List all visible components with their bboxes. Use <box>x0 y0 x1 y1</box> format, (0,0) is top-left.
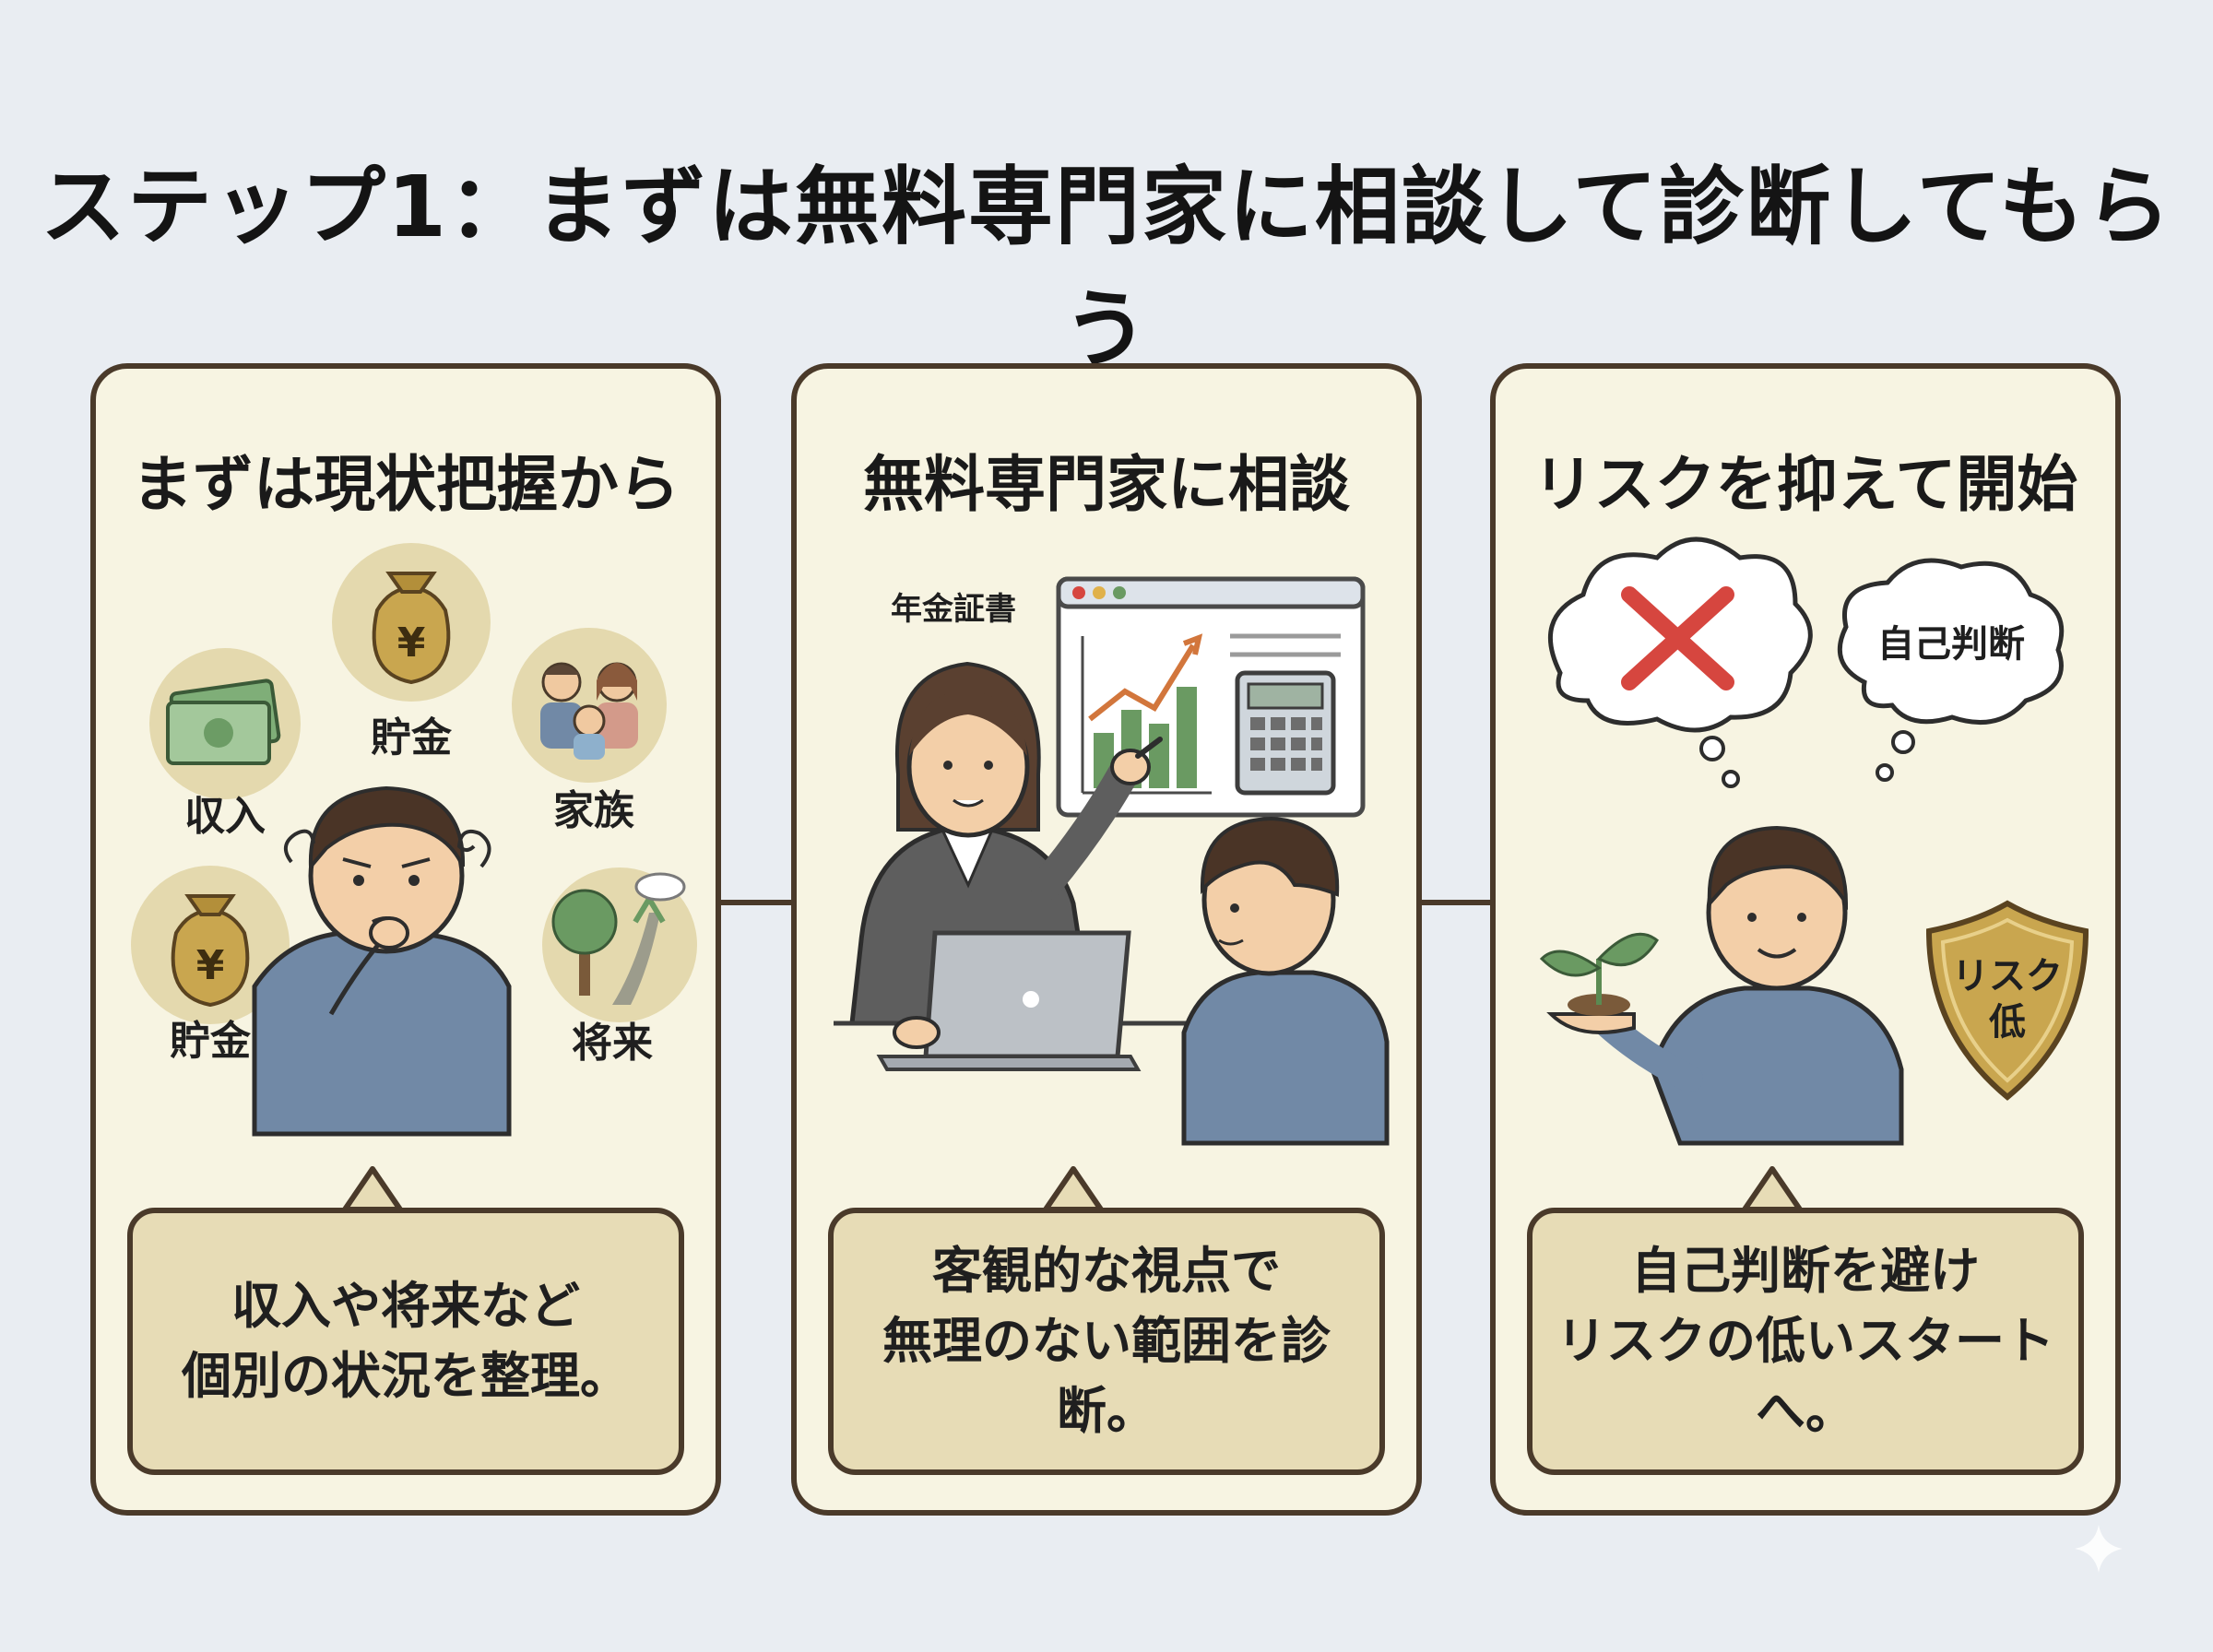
panel-2-caption-line-1: 客観的な視点で <box>932 1242 1281 1300</box>
page-title: ステップ1：まずは無料専門家に相談して診断してもらう <box>41 158 2172 379</box>
panel-1-caption-line-2: 個別の状況を整理。 <box>182 1347 630 1405</box>
label-low: 低 <box>1989 1001 2026 1044</box>
panel-current-situation: まずは現状把握から 収入 ¥ 貯金 家族 <box>90 363 721 1516</box>
panel-1-caption-line-1: 収入や将来など <box>231 1277 580 1335</box>
panel-3-illustration: 自己判断 リスク 低 <box>1539 537 2089 1212</box>
calculator-icon <box>1235 670 1336 796</box>
worried-person-illustration <box>252 785 512 1137</box>
label-risk: リスク <box>1952 955 2063 997</box>
money-bag-icon-left: ¥ <box>131 866 290 1024</box>
shield-icon <box>1925 900 2089 1101</box>
panel-low-risk-start: リスクを抑えて開始 自己判断 <box>1490 363 2121 1516</box>
panel-3-caption: 自己判断を避け リスクの低いスタートへ。 <box>1527 1208 2084 1475</box>
connector-line-2 <box>1411 900 1494 905</box>
thought-cloud-cross-icon <box>1547 537 1813 788</box>
panel-free-consultation: 無料専門家に相談 年金証書 <box>791 363 1422 1516</box>
laptop-icon <box>876 930 1142 1071</box>
panel-2-illustration: 年金証書 <box>834 576 1390 1212</box>
person-with-sprout-illustration <box>1539 825 1904 1146</box>
panel-2-caption: 客観的な視点で 無理のない範囲を診断。 <box>828 1208 1385 1475</box>
family-icon <box>512 628 667 783</box>
panel-3-caption-line-2: リスクの低いスタートへ。 <box>1556 1312 2054 1440</box>
yen-symbol-left: ¥ <box>196 942 225 989</box>
label-future: 将来 <box>572 1020 653 1067</box>
yen-symbol-top: ¥ <box>397 620 426 667</box>
label-savings-top: 貯金 <box>371 714 453 761</box>
panel-2-caption-line-2: 無理のない範囲を診断。 <box>882 1312 1331 1440</box>
label-family: 家族 <box>553 787 634 834</box>
label-income: 収入 <box>184 793 266 840</box>
label-pension-certificate: 年金証書 <box>891 591 1016 628</box>
panel-1-heading: まずは現状把握から <box>132 449 680 520</box>
advisor-woman-illustration <box>849 661 1163 1026</box>
client-man-illustration <box>1181 816 1390 1146</box>
sparkle-icon <box>2075 1525 2123 1573</box>
connector-line-1 <box>710 900 793 905</box>
panel-1-illustration: 収入 ¥ 貯金 家族 ¥ 貯金 <box>131 543 697 1212</box>
panel-3-caption-line-1: 自己判断を避け <box>1631 1242 1980 1300</box>
tree-road-icon <box>542 867 697 1022</box>
panel-1-caption: 収入や将来など 個別の状況を整理。 <box>127 1208 684 1475</box>
label-self-judgment: 自己判断 <box>1877 623 2025 666</box>
money-bag-icon: ¥ <box>332 543 491 702</box>
label-savings-left: 貯金 <box>170 1018 252 1065</box>
cash-icon <box>149 648 301 799</box>
panel-2-heading: 無料専門家に相談 <box>863 449 1350 520</box>
panel-3-heading: リスクを抑えて開始 <box>1533 449 2078 520</box>
thought-cloud-self-judgment <box>1837 558 2065 782</box>
